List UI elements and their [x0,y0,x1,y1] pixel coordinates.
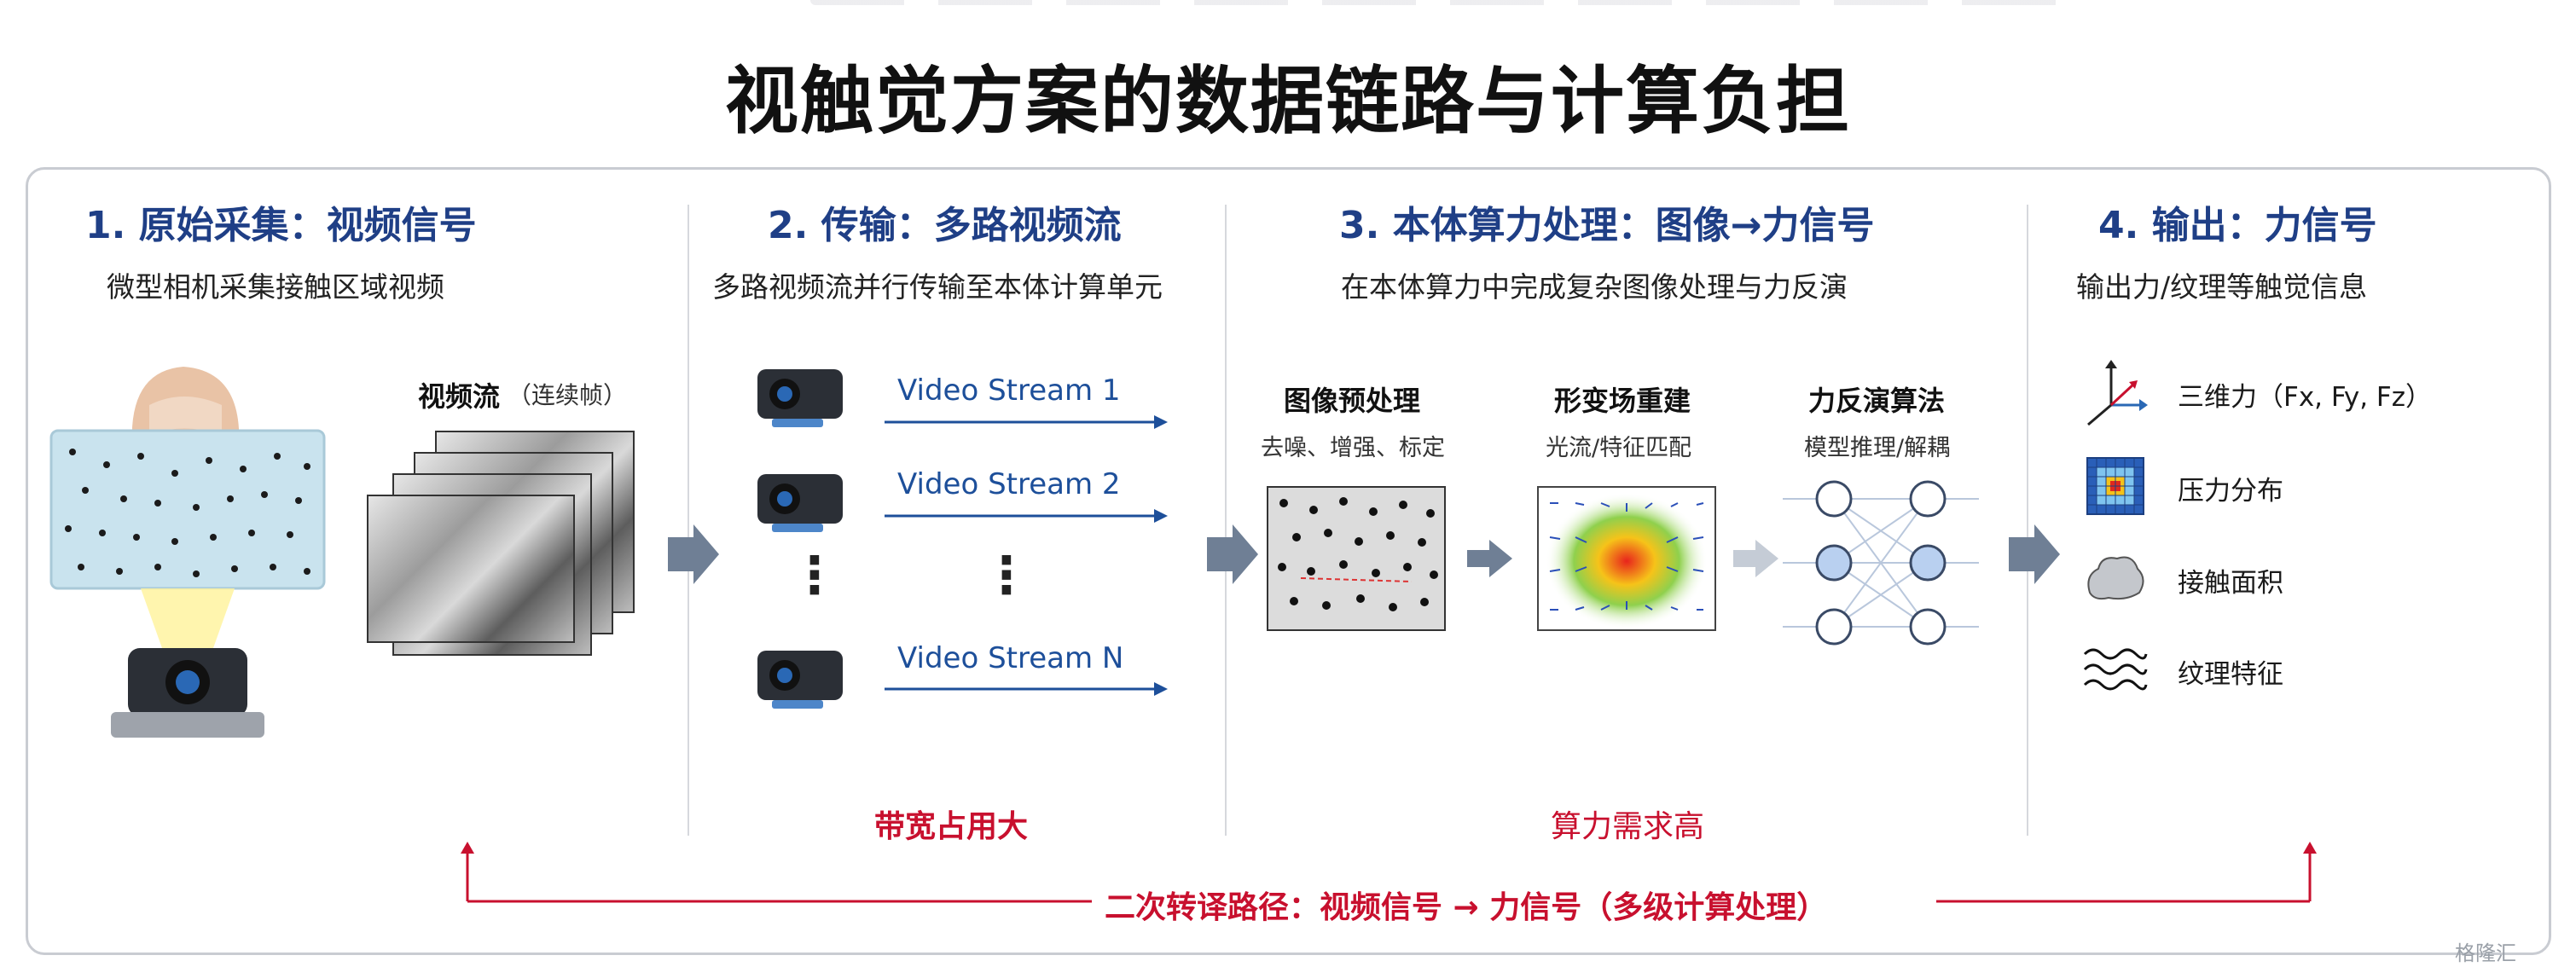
neural-network-icon [1783,480,1979,646]
output-label: 接触面积 [2178,568,2283,599]
stream-label: Video Stream 2 [897,467,1121,501]
flow-arrow-icon [1207,524,1258,584]
secondary-translation-path [461,842,2317,903]
step-title: 力反演算法 [1808,385,1946,417]
bandwidth-warning: 带宽占用大 [874,809,1029,844]
stream-arrow-icon [885,509,1168,523]
section-3-subtitle: 在本体算力中完成复杂图像处理与力反演 [1341,270,1848,304]
section-4-subtitle: 输出力/纹理等触觉信息 [2076,270,2368,304]
camera-icon [757,474,843,532]
tactile-sensor-illustration [49,367,326,738]
section-2-title: 2. 传输：多路视频流 [768,204,1122,247]
section-divider [2027,205,2028,836]
contact-blob-icon [2087,556,2144,600]
step-desc: 光流/特征匹配 [1546,435,1692,461]
video-frame [367,495,575,643]
output-label: 纹理特征 [2178,659,2283,690]
section-1-subtitle: 微型相机采集接触区域视频 [107,270,444,304]
ellipsis: ⋮ [981,546,1032,605]
section-2-subtitle: 多路视频流并行传输至本体计算单元 [712,270,1163,304]
output-label: 压力分布 [2178,476,2283,507]
step-arrow-icon [1467,540,1512,577]
preprocessed-image [1267,486,1446,631]
step-desc: 去噪、增强、标定 [1261,435,1445,461]
step-title: 图像预处理 [1284,385,1421,417]
video-stream-title: 视频流 [418,380,501,413]
video-stream-note: （连续帧） [508,381,628,409]
section-3-title: 3. 本体算力处理：图像→力信号 [1339,204,1875,247]
section-divider [1225,205,1227,836]
stream-arrow-icon [885,415,1168,429]
compute-warning: 算力需求高 [1551,809,1705,844]
stream-arrow-icon [885,682,1168,696]
section-divider [688,205,689,836]
output-label: 三维力（Fx, Fy, Fz） [2178,382,2433,413]
texture-wave-icon [2083,648,2148,691]
section-4-title: 4. 输出：力信号 [2098,204,2377,247]
section-1-title: 1. 原始采集：视频信号 [85,204,477,247]
pressure-grid-icon [2086,457,2144,515]
flow-arrow-icon [2009,524,2060,584]
page-title: 视触觉方案的数据链路与计算负担 [725,59,1851,144]
camera-icon [757,369,843,427]
deformation-field-heatmap [1537,486,1716,631]
step-title: 形变场重建 [1554,385,1691,417]
stream-label: Video Stream N [897,641,1124,675]
faded-header-remnant [810,0,2090,5]
footer-path-label: 二次转译路径：视频信号 → 力信号（多级计算处理） [1105,890,1828,925]
flow-arrow-icon [668,524,719,584]
ellipsis: ⋮ [789,546,840,605]
camera-icon [757,651,843,709]
3d-axis-icon [2087,360,2148,426]
watermark: 格隆汇 [2455,941,2516,965]
step-arrow-icon [1733,540,1778,577]
step-desc: 模型推理/解耦 [1804,435,1951,461]
stream-label: Video Stream 1 [897,373,1121,408]
